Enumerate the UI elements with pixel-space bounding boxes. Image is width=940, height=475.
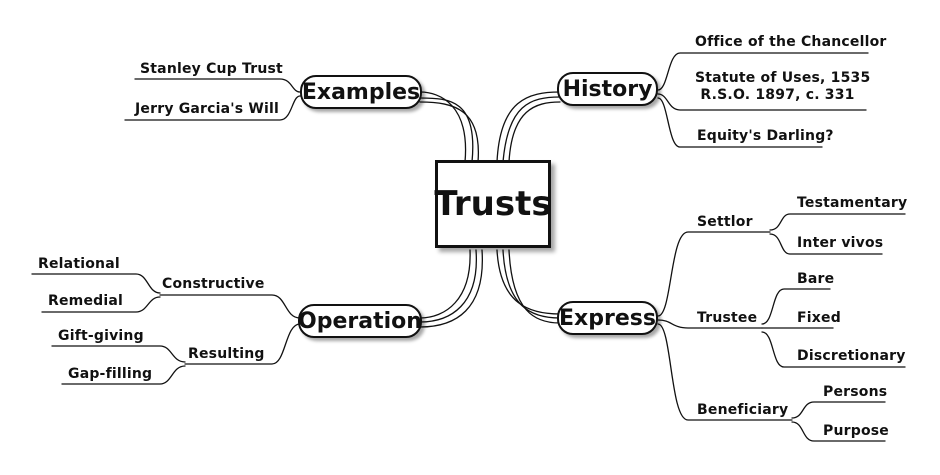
leaf-office-of-the-chancellor: Office of the Chancellor [695, 34, 887, 50]
leaf-stanley-cup-trust: Stanley Cup Trust [140, 61, 283, 77]
leaf-relational: Relational [38, 256, 120, 272]
leaf-equitys-darling: Equity's Darling? [697, 128, 834, 144]
leaf-discretionary: Discretionary [797, 348, 906, 364]
sub-constructive: Constructive [162, 276, 265, 292]
leaf-statute-of-uses-line2: R.S.O. 1897, c. 331 [700, 87, 855, 103]
leaf-testamentary: Testamentary [797, 195, 908, 211]
leaf-persons: Persons [823, 384, 888, 400]
central-topic: Trusts [434, 160, 552, 248]
leaf-statute-of-uses-line1: Statute of Uses, 1535 [695, 70, 871, 86]
leaf-purpose: Purpose [823, 423, 889, 439]
branch-express: Express [557, 301, 658, 335]
leaf-jerry-garcias-will: Jerry Garcia's Will [135, 101, 280, 117]
sub-beneficiary: Beneficiary [697, 402, 789, 418]
leaf-bare: Bare [797, 271, 835, 287]
leaf-gap-filling: Gap-filling [68, 366, 153, 382]
branch-operation: Operation [298, 304, 422, 338]
branch-examples: Examples [300, 75, 422, 109]
leaf-gift-giving: Gift-giving [58, 328, 144, 344]
leaf-remedial: Remedial [48, 293, 124, 309]
leaf-fixed: Fixed [797, 310, 841, 326]
leaf-inter-vivos: Inter vivos [797, 235, 884, 251]
sub-trustee: Trustee [697, 310, 758, 326]
branch-history: History [557, 72, 658, 106]
leaf-statute-of-uses: Statute of Uses, 1535 R.S.O. 1897, c. 33… [695, 70, 871, 104]
sub-resulting: Resulting [188, 346, 265, 362]
sub-settlor: Settlor [697, 214, 753, 230]
